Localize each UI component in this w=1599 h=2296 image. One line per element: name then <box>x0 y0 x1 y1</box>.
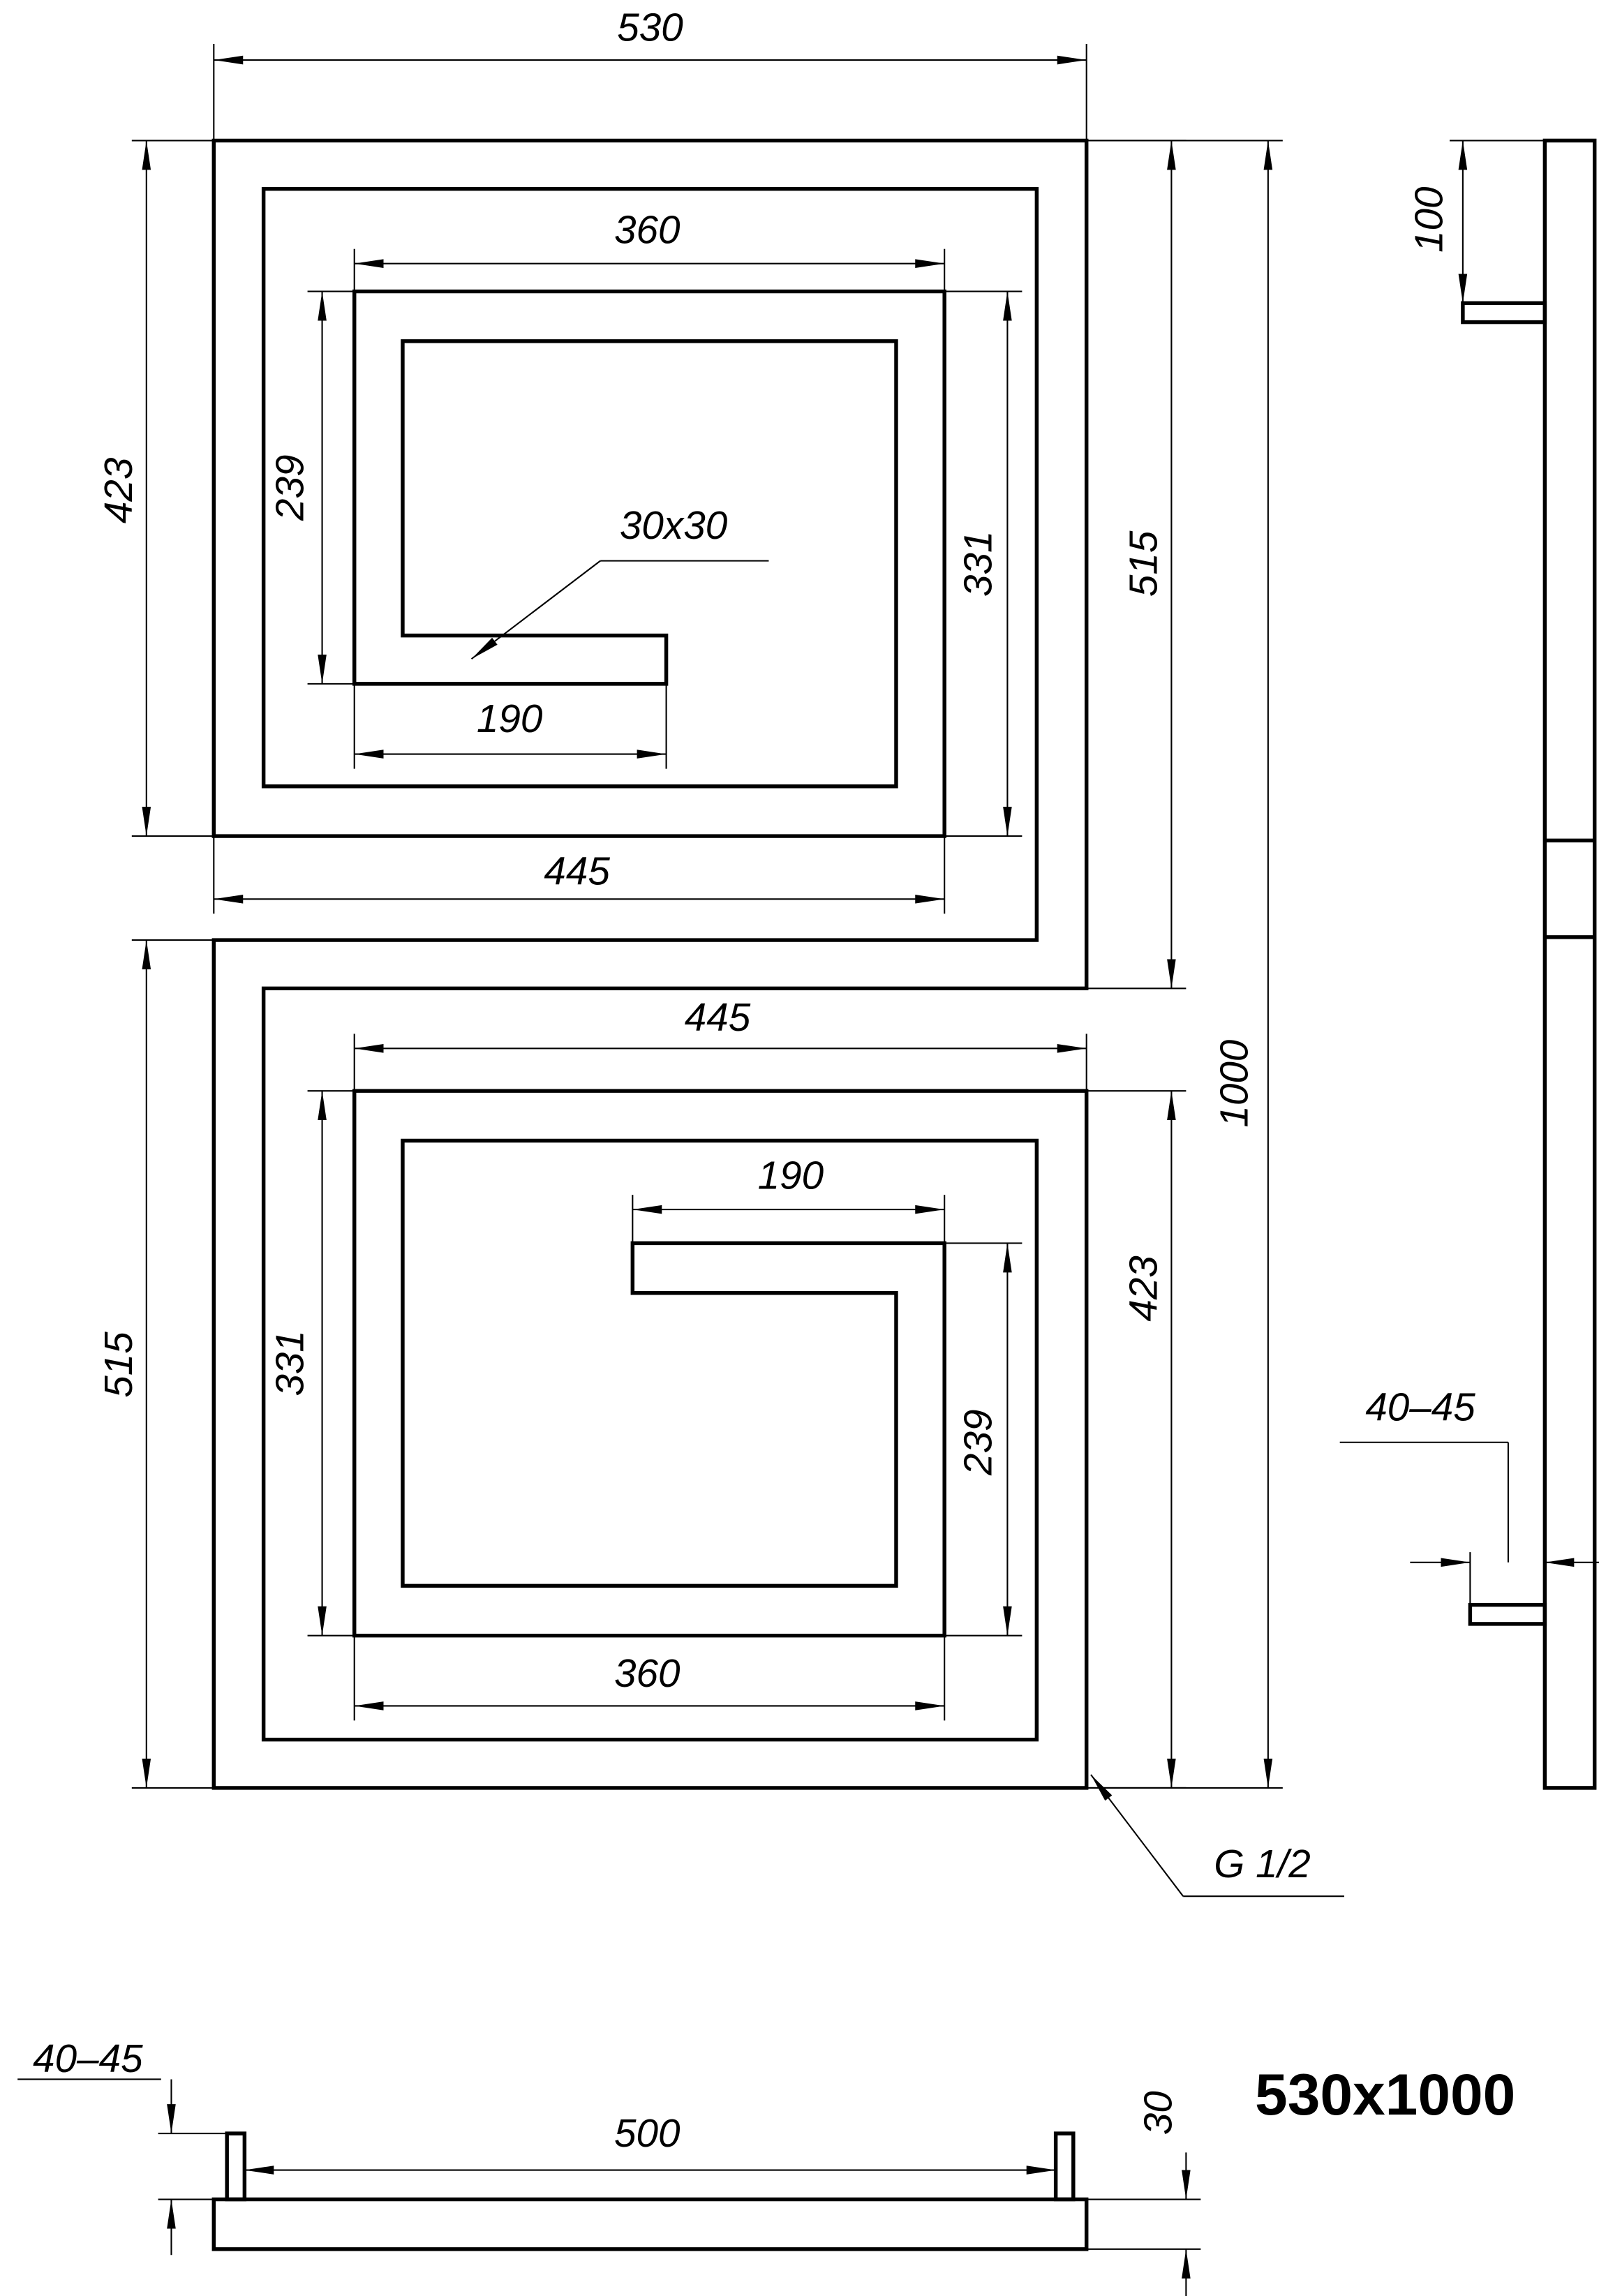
dimension-1: 423 <box>97 140 214 837</box>
side-view-bottom-bracket <box>1468 1602 1547 1626</box>
radiator-front-outline <box>211 138 1089 1790</box>
plan-view-body <box>211 2197 1089 2251</box>
dimension-label: 530 <box>617 6 683 50</box>
dimension-label: 30 <box>1136 2091 1180 2135</box>
dimensions: 530 360 445 190 445 190 360 500 423 515 239 331 515 1… <box>17 6 1599 2296</box>
dimension-label: 239 <box>268 454 312 521</box>
dimension-7: 1000 <box>1086 140 1283 1789</box>
dimension-13: 239 <box>944 1242 1022 1637</box>
dimension-label: 190 <box>477 697 543 741</box>
thread-callout: G 1/2 <box>1090 1774 1344 1898</box>
dimension-label: 239 <box>956 1409 1000 1475</box>
side-view-top-bracket <box>1461 301 1547 325</box>
dimension-2: 515 <box>97 939 214 1789</box>
dimension-8: 445 <box>213 836 946 914</box>
dimension-label: 445 <box>544 849 610 893</box>
dimension-11: 190 <box>632 1154 946 1244</box>
dimension-label: 100 <box>1408 186 1452 253</box>
dimension-label: 515 <box>97 1332 141 1398</box>
plan-view-left-bracket <box>225 2131 247 2202</box>
leader-line <box>1090 1774 1184 1897</box>
dimension-label: 331 <box>956 531 1000 597</box>
dimension-3: 360 <box>353 208 946 292</box>
dimension-label: 1000 <box>1212 1039 1256 1127</box>
dimension-label: 500 <box>614 2112 680 2156</box>
leader-line <box>470 560 601 660</box>
dimension-label: 515 <box>1122 530 1166 597</box>
thread-label: G 1/2 <box>1214 1842 1310 1886</box>
dimension-16: 100 <box>1408 140 1545 304</box>
dimension-label: 331 <box>268 1330 312 1396</box>
drawing-title: 530x1000 <box>1255 2062 1515 2127</box>
dimension-12: 331 <box>268 1090 355 1637</box>
dimension-label: 190 <box>758 1154 824 1198</box>
dimension-label: 360 <box>614 208 680 252</box>
dimension-label: 423 <box>1122 1255 1166 1321</box>
dimension-19: 40–45 <box>17 2037 228 2256</box>
dimension-label: 423 <box>97 458 141 523</box>
side-view <box>1461 138 1597 1790</box>
dimension-0: 530 <box>213 6 1087 141</box>
dimension-4: 239 <box>268 290 355 685</box>
dimension-5: 331 <box>944 290 1022 837</box>
dimension-label: 360 <box>614 1652 680 1696</box>
dimension-label: 40–45 <box>1365 1385 1475 1429</box>
tube-section-label: 30x30 <box>620 504 728 548</box>
tube-section-callout: 30x30 <box>470 504 769 660</box>
dimension-10: 445 <box>353 996 1087 1091</box>
dimension-17: 40–45 <box>1339 1385 1599 1605</box>
dimension-20: 30 <box>1086 2091 1201 2296</box>
dimension-9: 190 <box>353 683 667 769</box>
dimension-18: 500 <box>244 2112 1056 2175</box>
dimension-15: 360 <box>353 1635 946 1721</box>
dimension-label: 40–45 <box>33 2037 143 2081</box>
side-view-body <box>1542 138 1597 1790</box>
dimension-14: 423 <box>1086 1090 1187 1789</box>
plan-view-right-bracket <box>1053 2131 1076 2202</box>
dimension-label: 445 <box>685 996 751 1040</box>
dimension-6: 515 <box>1086 140 1187 990</box>
